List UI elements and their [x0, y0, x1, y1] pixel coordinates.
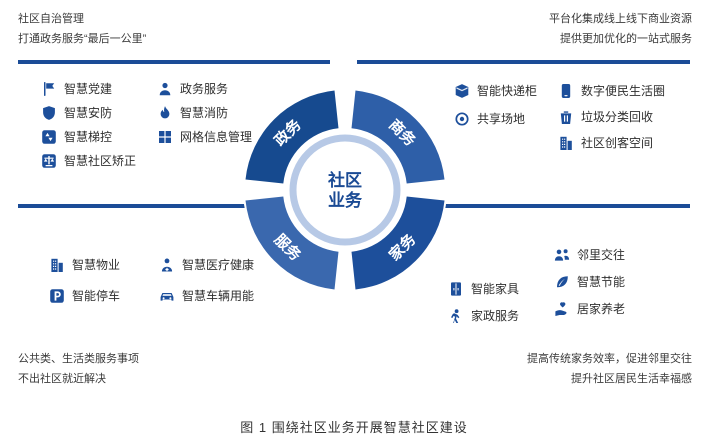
note-line: 提供更加优化的一站式服务 — [560, 32, 692, 45]
recycle-bin-icon — [557, 108, 574, 125]
note-line: 社区自治管理 — [18, 13, 84, 25]
list-item: 智慧安防 — [40, 104, 136, 121]
arc-government — [245, 90, 339, 184]
note-line: 提升社区居民生活幸福感 — [571, 372, 692, 385]
car-icon — [158, 287, 175, 304]
note-top-right: 平台化集成线上线下商业资源 提供更加优化的一站式服务 — [549, 10, 692, 50]
list-item: 智慧车辆用能 — [158, 287, 254, 304]
panel-household: 智能家具 家政服务 邻里交往 智慧节能 居家养老 — [357, 204, 690, 350]
note-bottom-left: 公共类、生活类服务事项 不出社区就近解决 — [18, 350, 139, 390]
note-bottom-right: 提高传统家务效率，促进邻里交往 提升社区居民生活幸福感 — [527, 350, 692, 390]
building-icon — [557, 134, 574, 151]
list-item: 政务服务 — [156, 80, 252, 97]
item-label: 智慧安防 — [64, 106, 113, 120]
center-title: 社区业务 — [327, 170, 363, 210]
parking-icon — [48, 287, 65, 304]
elder-care-icon — [553, 300, 570, 317]
housekeeper-icon — [447, 307, 464, 324]
item-label: 智能停车 — [72, 289, 121, 303]
list-item: 垃圾分类回收 — [557, 108, 665, 125]
community-business-ring: 政务商务服务家务社区业务 — [243, 88, 447, 292]
person-icon — [156, 80, 173, 97]
item-label: 智慧党建 — [64, 82, 113, 96]
list-item: 智能家具 — [447, 280, 519, 297]
figure-caption: 图 1 围绕社区业务开展智慧社区建设 — [240, 420, 468, 435]
item-label: 政务服务 — [180, 82, 229, 96]
shield-icon — [40, 104, 57, 121]
medical-icon — [158, 256, 175, 273]
grid-icon — [156, 128, 173, 145]
list-item: 数字便民生活圈 — [557, 82, 665, 99]
energy-icon — [553, 273, 570, 290]
item-label: 数字便民生活圈 — [581, 84, 666, 98]
list-item: 智能快递柜 — [453, 82, 537, 99]
item-label: 社区创客空间 — [581, 136, 654, 150]
ring-background — [243, 88, 447, 292]
list-item: 邻里交往 — [553, 246, 625, 263]
arc-household — [351, 196, 445, 290]
note-line: 提高传统家务效率，促进邻里交往 — [527, 353, 692, 365]
building-icon — [48, 256, 65, 273]
list-item: 共享场地 — [453, 110, 537, 127]
target-icon — [453, 110, 470, 127]
item-label: 智慧物业 — [72, 258, 121, 272]
item-label: 智能快递柜 — [477, 84, 538, 98]
list-item: 社区创客空间 — [557, 134, 665, 151]
list-item: 家政服务 — [447, 307, 519, 324]
item-label: 智能家具 — [471, 282, 520, 296]
fire-icon — [156, 104, 173, 121]
item-label: 智慧节能 — [577, 275, 626, 289]
panel-government-affairs: 智慧党建 智慧安防 智慧梯控 智慧社区矫正 政务服务 智慧消防 网格信息管理 — [18, 60, 330, 182]
list-item: 智慧梯控 — [40, 128, 136, 145]
list-item: 智慧社区矫正 — [40, 152, 136, 169]
list-item: 网格信息管理 — [156, 128, 252, 145]
item-label: 家政服务 — [471, 309, 520, 323]
phone-icon — [557, 82, 574, 99]
item-label: 智慧社区矫正 — [64, 154, 137, 168]
panel-services: 智慧物业 智能停车 智慧医疗健康 智慧车辆用能 — [18, 204, 330, 350]
item-label: 网格信息管理 — [180, 130, 253, 144]
party-flag-icon — [40, 80, 57, 97]
item-label: 智慧车辆用能 — [182, 289, 255, 303]
justice-icon — [40, 152, 57, 169]
note-line: 打通政务服务“最后一公里” — [18, 32, 147, 45]
list-item: 智慧党建 — [40, 80, 136, 97]
note-line: 公共类、生活类服务事项 — [18, 353, 139, 365]
list-item: 智慧物业 — [48, 256, 120, 273]
panel-top-bar — [18, 60, 330, 64]
item-label: 共享场地 — [477, 112, 526, 126]
note-line: 不出社区就近解决 — [18, 372, 106, 385]
item-label: 居家养老 — [577, 302, 626, 316]
item-label: 邻里交往 — [577, 248, 626, 262]
list-item: 智慧消防 — [156, 104, 252, 121]
list-item: 智慧节能 — [553, 273, 625, 290]
parcel-icon — [453, 82, 470, 99]
people-icon — [553, 246, 570, 263]
panel-top-bar — [357, 60, 690, 64]
furniture-icon — [447, 280, 464, 297]
item-label: 垃圾分类回收 — [581, 110, 654, 124]
inner-ring — [289, 134, 401, 246]
arc-commerce — [351, 90, 445, 184]
note-line: 平台化集成线上线下商业资源 — [549, 13, 692, 25]
list-item: 智慧医疗健康 — [158, 256, 254, 273]
item-label: 智慧梯控 — [64, 130, 113, 144]
item-label: 智慧消防 — [180, 106, 229, 120]
item-label: 智慧医疗健康 — [182, 258, 255, 272]
note-top-left: 社区自治管理 打通政务服务“最后一公里” — [18, 10, 146, 50]
panel-top-bar — [18, 204, 330, 208]
list-item: 居家养老 — [553, 300, 625, 317]
panel-top-bar — [357, 204, 690, 208]
panel-commerce: 智能快递柜 共享场地 数字便民生活圈 垃圾分类回收 社区创客空间 — [357, 60, 690, 182]
elevator-icon — [40, 128, 57, 145]
arc-services — [245, 196, 339, 290]
list-item: 智能停车 — [48, 287, 120, 304]
